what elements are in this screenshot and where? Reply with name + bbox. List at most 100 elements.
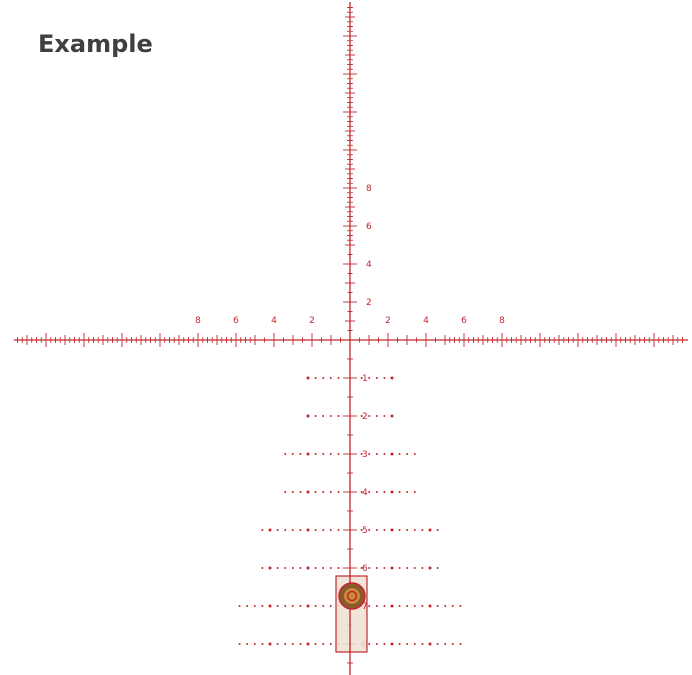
- holdover-dot: [314, 529, 317, 531]
- holdover-dot: [360, 377, 363, 379]
- holdover-label: 1: [362, 374, 368, 384]
- holdover-dot: [306, 376, 310, 380]
- holdover-dot: [421, 529, 424, 531]
- holdover-dot: [306, 528, 310, 532]
- holdover-dot: [276, 529, 279, 531]
- horizontal-scale-label: 6: [233, 316, 239, 326]
- horizontal-scale-label: 6: [461, 316, 467, 326]
- holdover-dot: [314, 491, 317, 493]
- holdover-label-overlay: 7: [362, 602, 368, 612]
- holdover-dot: [276, 605, 279, 607]
- holdover-dot: [406, 567, 409, 569]
- holdover-dot: [406, 453, 409, 455]
- holdover-dot: [329, 377, 332, 379]
- holdover-dot: [322, 529, 325, 531]
- holdover-dot: [390, 566, 394, 570]
- holdover-dot: [268, 528, 272, 532]
- holdover-dot: [406, 491, 409, 493]
- holdover-dot: [375, 529, 378, 531]
- holdover-dot: [306, 490, 310, 494]
- holdover-dot: [436, 529, 439, 531]
- holdover-dot: [322, 605, 325, 607]
- holdover-dot: [390, 376, 394, 380]
- holdover-dot: [329, 415, 332, 417]
- holdover-dot: [322, 643, 325, 645]
- holdover-dot: [322, 567, 325, 569]
- holdover-dot: [306, 642, 310, 646]
- holdover-dot: [368, 377, 371, 379]
- vertical-scale-label: 2: [366, 298, 372, 308]
- holdover-dot: [306, 452, 310, 456]
- holdover-dot: [428, 566, 432, 570]
- holdover-dot: [261, 605, 264, 607]
- holdover-dot: [299, 491, 302, 493]
- holdover-dot: [436, 567, 439, 569]
- holdover-dot: [421, 567, 424, 569]
- holdover-dot: [413, 605, 416, 607]
- holdover-dot: [421, 605, 424, 607]
- holdover-dot: [337, 567, 340, 569]
- horizontal-scale-label: 4: [271, 316, 277, 326]
- holdover-dot: [268, 642, 272, 646]
- holdover-dot: [284, 567, 287, 569]
- holdover-label: 5: [362, 526, 368, 536]
- holdover-dot: [413, 453, 416, 455]
- holdover-label: 6: [362, 564, 368, 574]
- holdover-dot: [314, 415, 317, 417]
- holdover-dot: [459, 605, 462, 607]
- holdover-dot: [383, 605, 386, 607]
- holdover-dot: [375, 643, 378, 645]
- holdover-label: 3: [362, 450, 368, 460]
- holdover-dot: [306, 566, 310, 570]
- holdover-dot: [368, 643, 371, 645]
- holdover-dot: [360, 415, 363, 417]
- holdover-dot: [329, 567, 332, 569]
- horizontal-scale-label: 4: [423, 316, 429, 326]
- holdover-dot: [246, 605, 249, 607]
- holdover-dot: [291, 529, 294, 531]
- holdover-dot: [261, 529, 264, 531]
- holdover-dot: [368, 491, 371, 493]
- holdover-dot: [276, 643, 279, 645]
- holdover-dot: [314, 567, 317, 569]
- holdover-dot: [284, 453, 287, 455]
- holdover-dot: [268, 566, 272, 570]
- vertical-scale-label: 8: [366, 184, 372, 194]
- holdover-dot: [390, 490, 394, 494]
- holdover-dot: [368, 567, 371, 569]
- holdover-dot: [421, 643, 424, 645]
- holdover-dot: [238, 643, 241, 645]
- holdover-dot: [329, 643, 332, 645]
- holdover-dot: [253, 643, 256, 645]
- holdover-dot: [329, 605, 332, 607]
- vertical-scale-label: 4: [366, 260, 372, 270]
- holdover-dot: [383, 567, 386, 569]
- holdover-dot: [322, 415, 325, 417]
- holdover-dot: [406, 643, 409, 645]
- holdover-dot: [375, 567, 378, 569]
- holdover-dot: [390, 452, 394, 456]
- holdover-dot: [329, 453, 332, 455]
- holdover-dot: [413, 529, 416, 531]
- holdover-dot: [329, 491, 332, 493]
- holdover-dot: [306, 604, 310, 608]
- holdover-dot: [284, 643, 287, 645]
- holdover-dot: [368, 415, 371, 417]
- holdover-dot: [246, 643, 249, 645]
- holdover-dot: [337, 415, 340, 417]
- holdover-dot: [428, 528, 432, 532]
- holdover-dot: [360, 491, 363, 493]
- holdover-dot: [329, 529, 332, 531]
- holdover-dot: [413, 491, 416, 493]
- holdover-dot: [383, 453, 386, 455]
- holdover-dot: [299, 529, 302, 531]
- holdover-dot: [375, 491, 378, 493]
- holdover-dot: [291, 643, 294, 645]
- holdover-dot: [314, 377, 317, 379]
- holdover-dot: [314, 643, 317, 645]
- holdover-dot: [322, 453, 325, 455]
- holdover-dot: [413, 643, 416, 645]
- holdover-dot: [436, 643, 439, 645]
- holdover-dot: [459, 643, 462, 645]
